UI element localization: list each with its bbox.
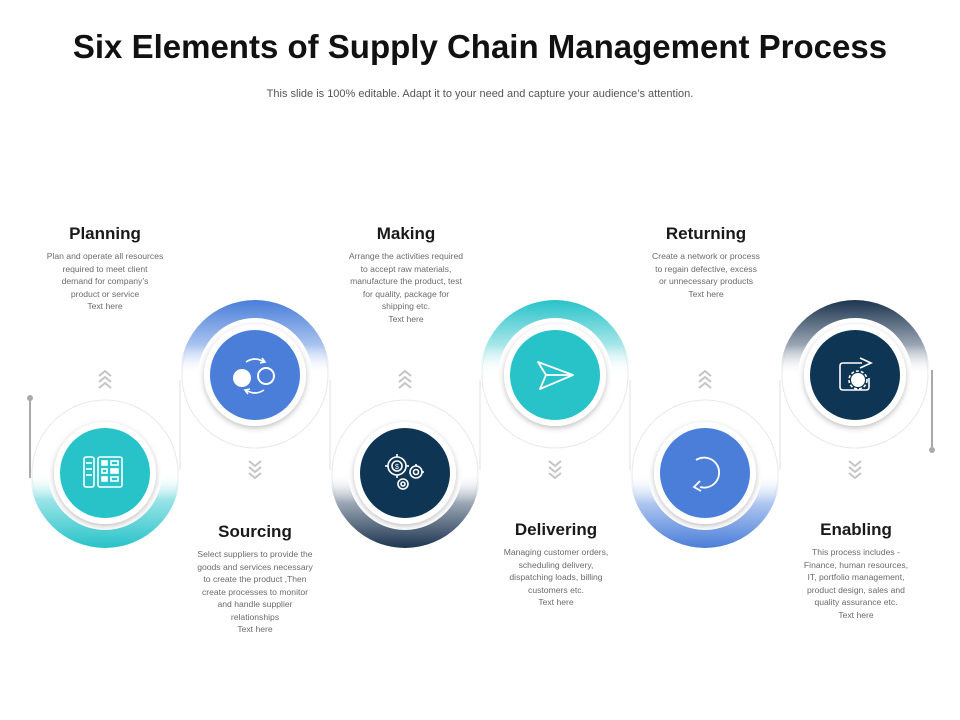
step-title-returning: Returning (665, 224, 747, 243)
step-title-delivering: Delivering (514, 520, 598, 539)
return-arrow-icon (692, 456, 721, 492)
chevron-down-delivering-icon (548, 460, 562, 480)
planning-board-icon (83, 456, 123, 488)
paper-plane-icon (537, 361, 574, 390)
step-title-sourcing: Sourcing (218, 522, 292, 541)
step-node-sourcing (204, 324, 306, 426)
step-title-planning: Planning (69, 224, 141, 243)
gear-arrow-icon (839, 357, 873, 391)
svg-text:$: $ (395, 464, 399, 471)
chevron-up-making-icon (398, 369, 412, 389)
step-desc-enabling: This process includes -Finance, human re… (803, 547, 909, 620)
page-title: Six Elements of Supply Chain Management … (72, 28, 888, 65)
chevron-down-enabling-icon (848, 460, 862, 480)
step-title-enabling: Enabling (820, 520, 892, 539)
step-node-making: $ (354, 422, 456, 524)
chevron-up-returning-icon (698, 369, 712, 389)
right-end-line (929, 370, 935, 453)
chevron-down-sourcing-icon (248, 460, 262, 480)
step-desc-delivering: Managing customer orders,scheduling deli… (503, 547, 609, 607)
step-node-enabling (804, 324, 906, 426)
chevron-up-planning-icon (98, 369, 112, 389)
step-title-making: Making (376, 224, 436, 243)
wave-segments (30, 300, 930, 548)
page-subtitle: This slide is 100% editable. Adapt it to… (266, 88, 694, 100)
left-end-line (27, 395, 33, 478)
step-node-delivering (504, 324, 606, 426)
step-node-returning (654, 422, 756, 524)
step-node-planning (54, 422, 156, 524)
gears-dollar-icon: $ (385, 454, 424, 490)
exchange-circles-icon (233, 357, 275, 395)
